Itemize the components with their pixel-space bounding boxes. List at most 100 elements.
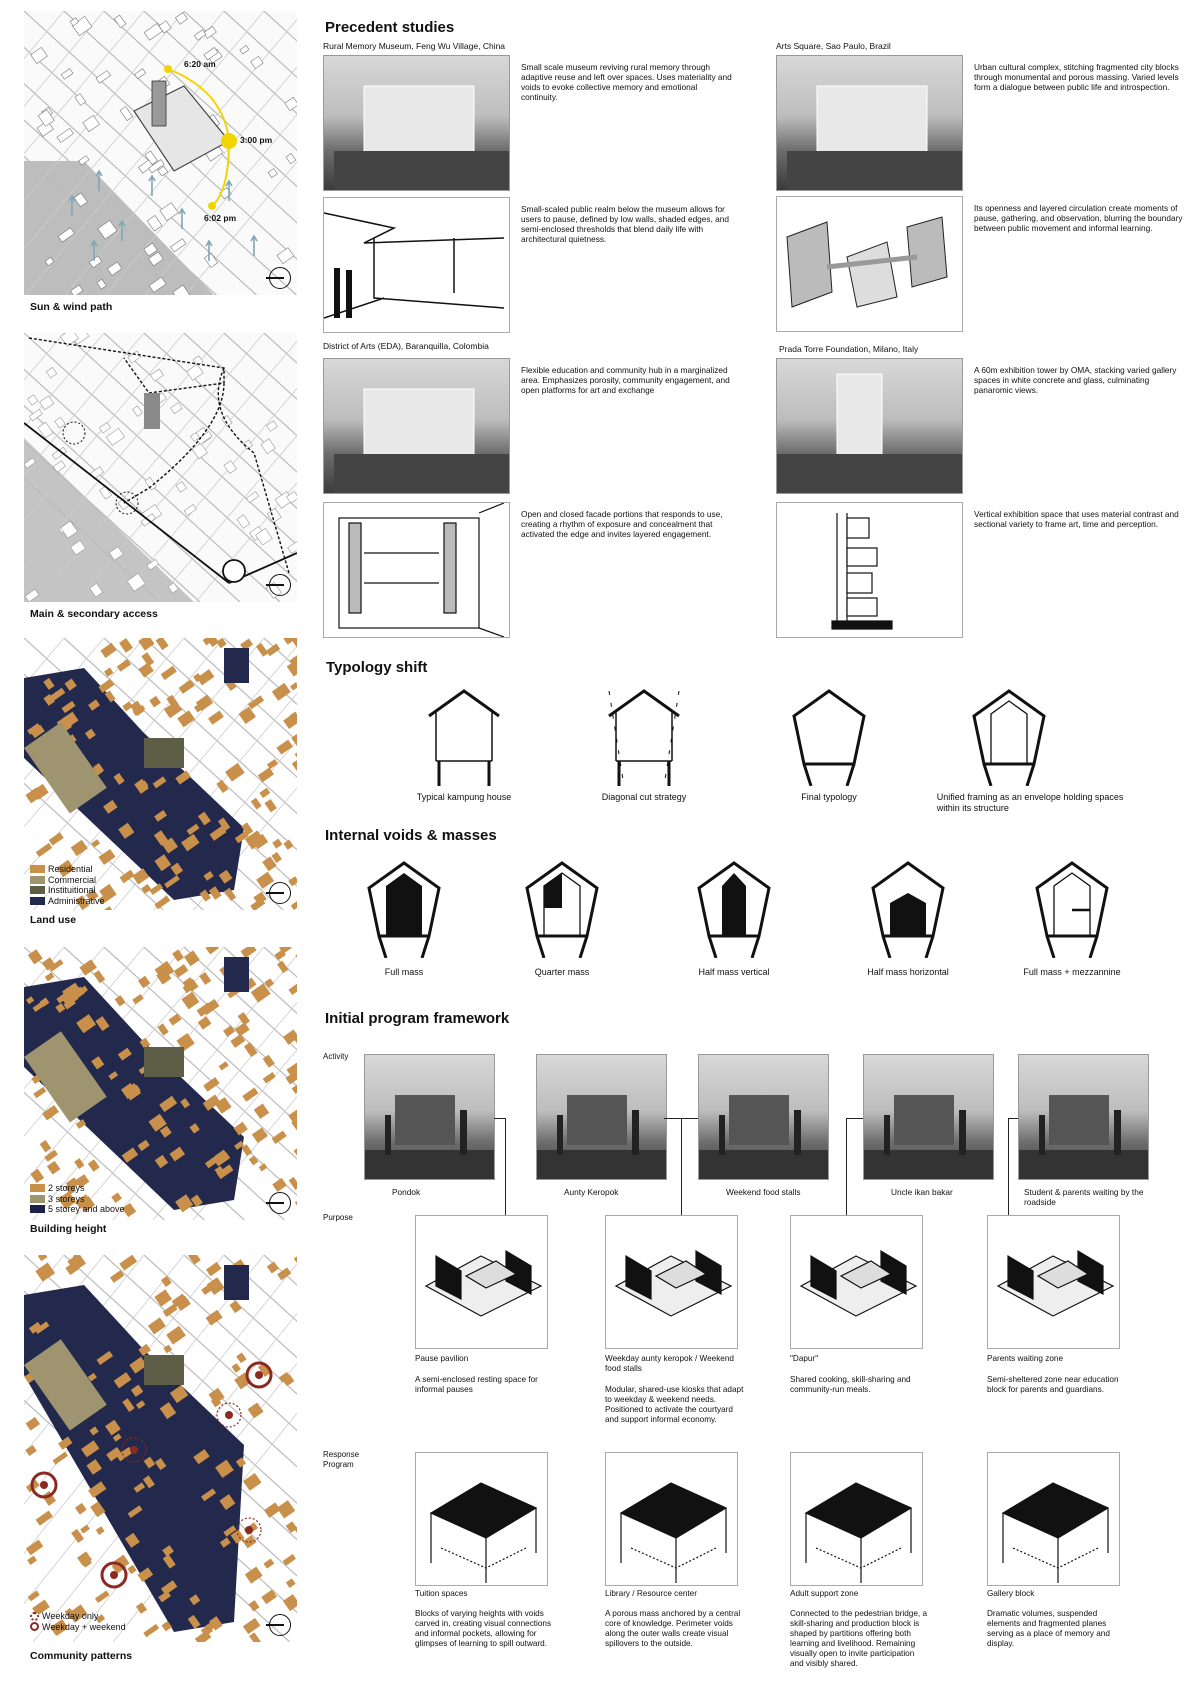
residential-building	[229, 1300, 242, 1314]
residential-building	[143, 1456, 156, 1469]
precedent-description: Flexible education and community hub in …	[521, 365, 730, 395]
building-outline	[60, 333, 79, 347]
road-line	[183, 11, 297, 115]
residential-building	[68, 1604, 88, 1623]
precedent-name: District of Arts (EDA), Baranquilla, Col…	[323, 341, 489, 351]
road-line	[155, 434, 297, 602]
purpose-illustration	[415, 1215, 548, 1349]
residential-building	[253, 1103, 270, 1120]
access-diagram	[24, 333, 297, 602]
building-outline	[44, 256, 55, 267]
residential-building	[262, 1054, 275, 1068]
road-line	[183, 333, 297, 437]
legend-swatch	[30, 1205, 45, 1214]
residential-building	[250, 983, 271, 1003]
building-outline	[39, 395, 55, 411]
residential-building	[62, 711, 79, 728]
residential-building	[187, 1255, 201, 1265]
residential-building	[244, 830, 265, 850]
residential-building	[148, 1113, 167, 1132]
residential-building	[178, 679, 195, 694]
activity-label: Uncle ikan bakar	[891, 1187, 953, 1197]
road-line	[104, 66, 297, 295]
residential-building	[157, 1023, 169, 1036]
residential-building	[266, 758, 279, 770]
building-outline	[191, 442, 208, 460]
residential-building	[58, 1191, 77, 1210]
residential-building	[242, 1535, 257, 1549]
residential-building	[81, 1440, 100, 1458]
building-outline	[148, 159, 165, 174]
building-outline	[96, 278, 107, 290]
residential-building	[181, 991, 200, 1010]
connector-line	[846, 1118, 847, 1215]
building-outline	[82, 114, 100, 133]
commercial-block	[24, 1031, 107, 1123]
building-outline	[57, 227, 75, 243]
residential-building	[132, 704, 146, 716]
precedent-name: Rural Memory Museum, Feng Wu Village, Ch…	[323, 41, 506, 51]
residential-building	[104, 690, 116, 703]
residential-building	[96, 1350, 114, 1366]
residential-building	[205, 947, 219, 955]
residential-building	[173, 964, 189, 978]
residential-building	[291, 730, 297, 748]
typology-caption: Typical kampung house	[416, 792, 512, 802]
building-outline	[108, 546, 124, 561]
residential-building	[271, 1130, 287, 1144]
building-outline	[127, 350, 142, 364]
residential-building	[35, 1262, 56, 1282]
residential-building	[196, 669, 215, 686]
building-outline	[54, 416, 66, 429]
residential-building	[197, 1016, 212, 1030]
residential-building	[290, 900, 297, 910]
road-line	[183, 1255, 297, 1359]
building-outline	[60, 68, 74, 80]
residential-building	[189, 1594, 201, 1606]
residential-building	[84, 728, 96, 740]
residential-building	[112, 1433, 122, 1442]
residential-building	[250, 797, 262, 810]
legend-label: Residential	[48, 864, 93, 874]
purpose-description: A semi-enclosed resting space for inform…	[415, 1375, 538, 1394]
residential-building	[243, 1042, 258, 1058]
building-outline	[284, 96, 297, 112]
purpose-title: Parents waiting zone	[987, 1354, 1064, 1363]
connector-line	[846, 1118, 863, 1119]
residential-building	[149, 695, 161, 708]
residential-building	[278, 1372, 291, 1383]
residential-building	[240, 638, 254, 651]
half-mass-horizontal-icon	[868, 858, 948, 958]
residential-building	[142, 1475, 155, 1489]
institutional-block	[144, 738, 184, 768]
residential-building	[67, 982, 80, 994]
legend-swatch	[30, 875, 45, 884]
residential-building	[223, 1025, 236, 1037]
legend-label: Instituitional	[48, 885, 96, 895]
building-outline	[71, 15, 93, 37]
building-outline	[27, 394, 39, 406]
residential-building	[288, 1176, 297, 1190]
residential-building	[175, 770, 191, 785]
residential-building	[257, 1362, 271, 1377]
residential-building	[248, 1600, 260, 1612]
residential-building	[50, 687, 66, 701]
residential-building	[234, 1140, 245, 1150]
road-line	[24, 333, 185, 523]
residential-building	[127, 1564, 137, 1575]
residential-building	[105, 1419, 121, 1436]
residential-building	[274, 949, 286, 961]
legend-label: 2 storeys	[48, 1183, 85, 1193]
tower	[151, 80, 167, 127]
legend-item: 3 storeys	[30, 1194, 125, 1205]
residential-building	[147, 1317, 166, 1335]
road-line	[223, 947, 297, 1015]
residential-building	[137, 1567, 154, 1583]
height-label: Building height	[30, 1223, 107, 1235]
residential-building	[95, 1016, 110, 1032]
wind-arrow-icon	[250, 234, 258, 256]
residential-building	[116, 1446, 133, 1462]
residential-building	[206, 638, 219, 647]
residential-building	[169, 1146, 186, 1162]
